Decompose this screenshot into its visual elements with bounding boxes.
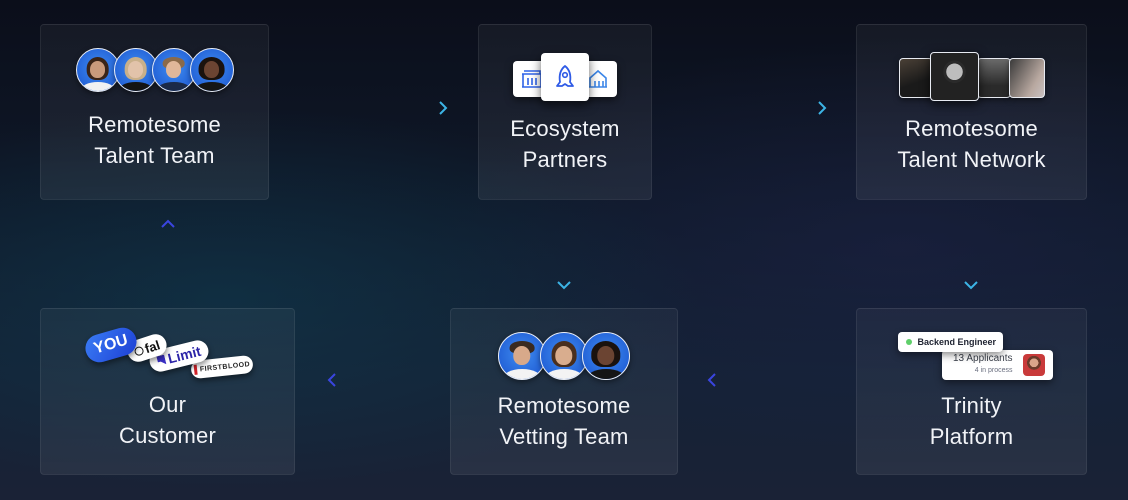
photo-stack xyxy=(898,52,1045,102)
logo-label: fal xyxy=(142,336,162,356)
logo-label: Limit xyxy=(165,342,202,367)
node-talent-team: Remotesome Talent Team xyxy=(40,24,269,200)
status-dot xyxy=(905,339,912,345)
logo-label: YOU xyxy=(91,331,130,358)
applicant-avatar xyxy=(1022,354,1045,376)
node-title: Remotesome Talent Team xyxy=(88,109,221,171)
partner-icons xyxy=(513,53,617,103)
applicants-card: 13 Applicants 4 in process xyxy=(941,350,1053,380)
avatar-group xyxy=(75,48,234,92)
logo-label: FIRSTBLOOD xyxy=(199,360,250,373)
title-line: Remotesome xyxy=(497,393,631,418)
talent-photo xyxy=(929,52,979,101)
title-line: Our xyxy=(148,392,187,417)
title-line: Platform xyxy=(929,424,1014,449)
node-trinity-platform: 13 Applicants 4 in process Backend Engin… xyxy=(856,308,1087,475)
firstblood-mark-icon xyxy=(192,364,197,375)
talent-photo xyxy=(1008,58,1045,98)
house-icon xyxy=(589,69,607,88)
role-chip: Backend Engineer xyxy=(897,332,1003,352)
job-card: 13 Applicants 4 in process Backend Engin… xyxy=(897,332,1058,384)
partner-tile xyxy=(541,53,589,101)
node-vetting-team: Remotesome Vetting Team xyxy=(450,308,678,475)
arrow-talent-team-to-ecosystem xyxy=(328,101,448,115)
title-line: Remotesome xyxy=(88,112,221,137)
node-ecosystem-partners: Ecosystem Partners xyxy=(478,24,652,200)
arrow-talent-network-to-trinity xyxy=(964,220,978,290)
node-title: Remotesome Talent Network xyxy=(897,113,1045,175)
in-process-count: 4 in process xyxy=(974,367,1013,374)
avatar xyxy=(113,48,158,92)
node-title: Trinity Platform xyxy=(930,390,1014,452)
title-line: Talent Team xyxy=(94,143,215,168)
avatar xyxy=(151,48,196,92)
title-line: Vetting Team xyxy=(499,424,629,449)
title-line: Partners xyxy=(522,147,608,172)
title-line: Remotesome xyxy=(905,116,1038,141)
customer-logos: FIRSTBLOOD Limit fal YOU xyxy=(81,324,254,383)
applicants-count: 13 Applicants xyxy=(953,353,1013,364)
node-talent-network: Remotesome Talent Network xyxy=(856,24,1087,200)
rocket-icon xyxy=(556,65,574,87)
avatar xyxy=(189,48,234,92)
node-title: Remotesome Vetting Team xyxy=(498,390,631,452)
avatar-group xyxy=(498,332,630,380)
arrow-trinity-to-vetting xyxy=(707,373,826,387)
talent-photo xyxy=(898,58,933,98)
avatar xyxy=(75,48,120,92)
node-title: Ecosystem Partners xyxy=(510,113,619,175)
title-line: Customer xyxy=(119,423,216,448)
talent-photo xyxy=(976,58,1011,98)
arrow-vetting-to-customer xyxy=(327,373,418,387)
node-title: Our Customer xyxy=(119,389,216,451)
avatar xyxy=(540,332,588,380)
arrow-customer-to-talent-team xyxy=(161,219,175,290)
limit-mark-icon xyxy=(156,355,166,367)
title-line: Talent Network xyxy=(897,147,1046,172)
role-label: Backend Engineer xyxy=(917,337,997,347)
node-our-customer: FIRSTBLOOD Limit fal YOU Our Customer xyxy=(40,308,295,475)
arrow-ecosystem-to-talent-network xyxy=(683,101,827,115)
avatar xyxy=(498,332,546,380)
title-line: Trinity xyxy=(941,393,1002,418)
arrow-ecosystem-to-vetting xyxy=(557,220,571,290)
title-line: Ecosystem xyxy=(510,116,620,141)
avatar xyxy=(582,332,630,380)
